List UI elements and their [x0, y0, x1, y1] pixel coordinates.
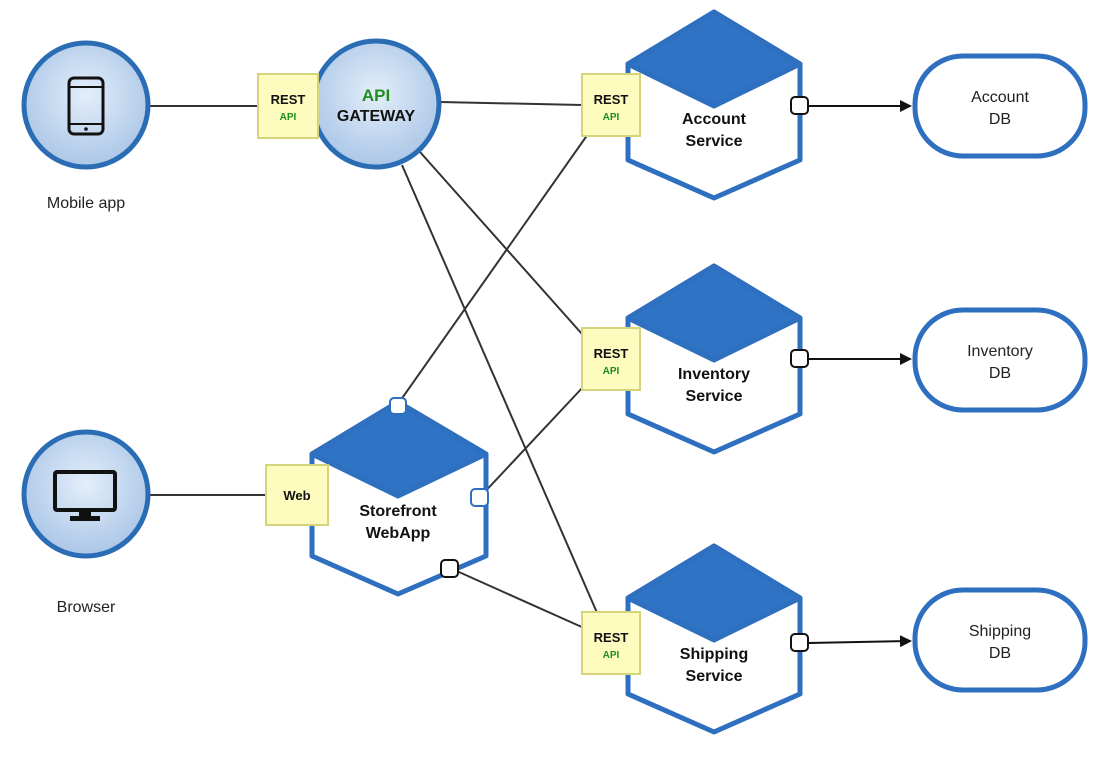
storefront-top-port: [389, 397, 407, 415]
inventory-service-line1: Inventory: [678, 366, 750, 383]
storefront-line1: Storefront: [359, 503, 437, 520]
account-db-line1: Account: [971, 89, 1029, 106]
edge-storefront-to-shipping: [449, 567, 585, 629]
gateway-rest-label: REST: [271, 92, 306, 107]
account-service-top-face: [625, 9, 803, 109]
storefront-top-face: [309, 399, 489, 499]
api-gateway-title: GATEWAY: [337, 108, 416, 125]
desktop-monitor-icon: [53, 470, 117, 521]
shipping-outbound-port: [790, 633, 809, 652]
shipping-db[interactable]: Shipping DB: [912, 587, 1088, 693]
storefront-web-port: Web: [265, 464, 329, 526]
account-db-box: [912, 53, 1088, 159]
inventory-service-top-face: [625, 263, 803, 363]
account-db-line2: DB: [989, 111, 1011, 128]
browser-client[interactable]: Browser: [21, 429, 151, 616]
storefront-web-label: Web: [283, 488, 310, 503]
connections: [148, 100, 912, 648]
account-service[interactable]: Account Service REST API: [581, 9, 809, 201]
account-api-label: API: [603, 112, 620, 123]
mobile-client[interactable]: Mobile app: [21, 40, 151, 212]
shipping-rest-port: REST API: [581, 611, 641, 675]
inventory-rest-label: REST: [594, 346, 629, 361]
storefront-right-port: [470, 488, 489, 507]
mobile-client-label: Mobile app: [47, 195, 125, 212]
edge-gateway-to-shipping: [401, 164, 599, 616]
shipping-service-top-face: [625, 543, 803, 643]
storefront-line2: WebApp: [366, 525, 431, 542]
inventory-service[interactable]: Inventory Service REST API: [581, 263, 809, 455]
account-rest-label: REST: [594, 92, 629, 107]
edge-gateway-to-account: [439, 101, 583, 106]
shipping-db-line1: Shipping: [969, 623, 1031, 640]
account-db[interactable]: Account DB: [912, 53, 1088, 159]
inventory-rest-port: REST API: [581, 327, 641, 391]
account-service-line1: Account: [682, 111, 747, 128]
storefront-webapp[interactable]: Storefront WebApp Web: [265, 397, 489, 597]
account-service-line2: Service: [686, 133, 743, 150]
edge-shipping-to-db: [807, 635, 912, 648]
edge-gateway-to-inventory: [419, 151, 583, 335]
shipping-service-line1: Shipping: [680, 646, 748, 663]
shipping-service[interactable]: Shipping Service REST API: [581, 543, 809, 735]
inventory-db-line2: DB: [989, 365, 1011, 382]
storefront-bottom-port: [440, 559, 459, 578]
inventory-api-label: API: [603, 366, 620, 377]
edge-storefront-to-account: [397, 133, 589, 405]
inventory-outbound-port: [790, 349, 809, 368]
browser-client-label: Browser: [57, 599, 116, 616]
inventory-db-line1: Inventory: [967, 343, 1033, 360]
shipping-service-line2: Service: [686, 668, 743, 685]
shipping-db-line2: DB: [989, 645, 1011, 662]
shipping-db-box: [912, 587, 1088, 693]
browser-client-circle: [21, 429, 151, 559]
mobile-client-circle: [21, 40, 151, 170]
api-gateway-api-label: API: [362, 86, 390, 105]
inventory-service-line2: Service: [686, 388, 743, 405]
shipping-rest-label: REST: [594, 630, 629, 645]
edge-storefront-to-inventory: [479, 385, 585, 498]
inventory-db[interactable]: Inventory DB: [912, 307, 1088, 413]
account-rest-port: REST API: [581, 73, 641, 137]
mobile-phone-icon: [67, 76, 105, 136]
gateway-rest-port: REST API: [257, 73, 319, 139]
api-gateway[interactable]: API GATEWAY REST API: [257, 38, 442, 170]
inventory-db-box: [912, 307, 1088, 413]
gateway-api-label: API: [280, 112, 297, 123]
shipping-api-label: API: [603, 650, 620, 661]
account-outbound-port: [790, 96, 809, 115]
